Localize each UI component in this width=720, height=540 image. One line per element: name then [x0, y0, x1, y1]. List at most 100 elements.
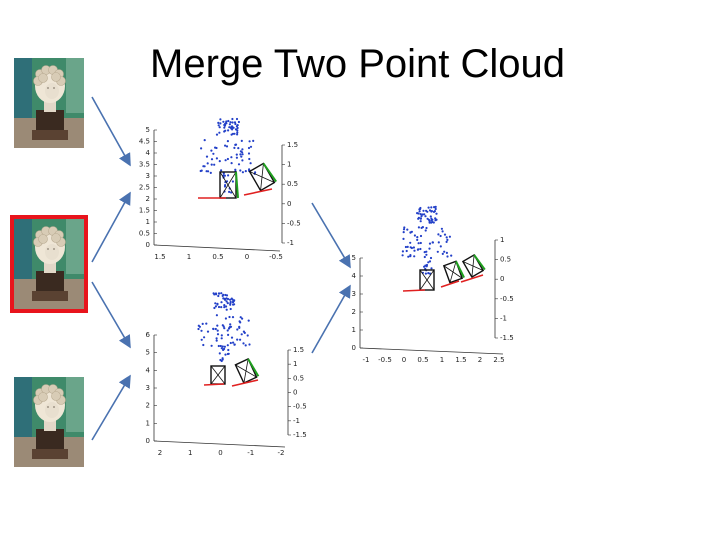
cloud-point	[205, 170, 208, 173]
cloud-point	[226, 344, 229, 347]
arrow-photo2-to-plot2	[91, 281, 131, 349]
cloud-point	[235, 156, 238, 159]
y-tick-label: 6	[146, 331, 151, 339]
y-tick-label: 2	[352, 308, 356, 316]
camera-axis	[402, 289, 426, 292]
cloud-point	[437, 233, 440, 236]
cloud-point	[226, 297, 230, 301]
cloud-point	[430, 219, 433, 222]
cloud-point	[220, 337, 223, 340]
z-tick-label: -0.5	[287, 219, 301, 227]
cloud-point	[235, 153, 238, 156]
cloud-point	[203, 336, 206, 339]
z-tick-label: -0.5	[293, 403, 307, 411]
cloud-point	[215, 293, 218, 296]
y-tick-label: 3	[146, 384, 150, 392]
cloud-point	[234, 128, 238, 131]
cloud-point	[200, 338, 203, 341]
y-tick-label: 5	[146, 126, 150, 134]
cloud-point	[241, 159, 244, 162]
cloud-point	[445, 240, 448, 243]
cloud-point	[217, 294, 220, 298]
y-tick-label: 0	[146, 241, 150, 249]
cloud-point	[229, 302, 232, 305]
x-tick-label: 0	[245, 253, 249, 261]
x-tick-label: 1	[440, 356, 444, 364]
cloud-point	[220, 306, 223, 309]
z-tick-label: 1.5	[287, 141, 298, 149]
x-tick-label: 0	[218, 449, 222, 457]
cloud-point	[433, 206, 436, 209]
z-tick-label: 1	[293, 360, 297, 368]
cloud-point	[248, 157, 251, 161]
y-tick-label: 2	[146, 195, 150, 203]
cloud-point	[437, 241, 440, 244]
cloud-point	[248, 168, 251, 171]
cloud-point	[236, 126, 239, 130]
camera-axis	[203, 383, 225, 386]
cloud-point	[247, 146, 251, 150]
cloud-point	[206, 330, 210, 333]
cloud-point	[446, 255, 449, 258]
cloud-point	[419, 220, 422, 223]
x-tick-label: 2	[158, 449, 162, 457]
cloud-point	[232, 341, 235, 344]
cloud-point	[235, 117, 239, 121]
cloud-point	[230, 133, 233, 136]
cloud-point	[434, 217, 437, 220]
x-tick-label: 1	[188, 449, 192, 457]
cloud-point	[431, 241, 434, 244]
x-tick-label: 2.5	[493, 356, 504, 364]
arrow-plot2-to-merged	[311, 284, 351, 354]
cloud-point	[201, 322, 204, 325]
cloud-point	[443, 233, 447, 236]
camera-frustum	[234, 358, 260, 384]
cloud-point	[224, 184, 227, 187]
arrow-plot1-to-merged	[311, 202, 351, 269]
cloud-point	[216, 324, 219, 327]
camera-axis	[243, 188, 273, 196]
cloud-point	[446, 238, 449, 241]
cloud-point	[212, 152, 215, 155]
cloud-point	[228, 126, 231, 129]
cloud-point	[433, 210, 436, 213]
cloud-point	[230, 336, 234, 339]
z-tick-label: 1.5	[293, 346, 304, 354]
cloud-point	[212, 327, 215, 331]
cloud-point	[427, 206, 430, 209]
cloud-point	[406, 228, 409, 231]
y-tick-label: 5	[352, 254, 356, 262]
cloud-point	[200, 147, 203, 150]
cloud-point	[247, 152, 251, 155]
cloud-point	[228, 190, 231, 193]
cloud-point	[229, 126, 233, 129]
y-tick-label: 4	[146, 366, 151, 374]
cloud-point	[197, 327, 200, 331]
cloud-point	[233, 299, 236, 302]
cloud-point	[226, 140, 229, 143]
y-tick-label: 4.5	[139, 138, 150, 146]
cloud-point	[224, 129, 227, 132]
x-tick-label: -0.5	[269, 253, 283, 261]
cloud-point	[441, 230, 444, 233]
cloud-point	[248, 343, 251, 346]
cloud-point	[210, 158, 214, 161]
cloud-point	[229, 323, 232, 326]
cloud-point	[234, 168, 237, 171]
cloud-point	[237, 163, 241, 166]
cloud-point	[215, 146, 218, 150]
cloud-point	[401, 250, 404, 253]
cloud-point	[227, 333, 230, 336]
cloud-point	[423, 213, 426, 216]
cloud-point	[420, 215, 423, 218]
cloud-point	[427, 272, 430, 275]
cloud-point	[205, 155, 209, 158]
cloud-point	[404, 245, 407, 249]
camera-frustum	[442, 260, 465, 284]
x-tick-label: 2	[478, 356, 482, 364]
cloud-point	[217, 124, 220, 127]
cloud-point	[223, 126, 226, 129]
z-tick-label: 0.5	[500, 256, 511, 264]
cloud-point	[224, 144, 227, 147]
